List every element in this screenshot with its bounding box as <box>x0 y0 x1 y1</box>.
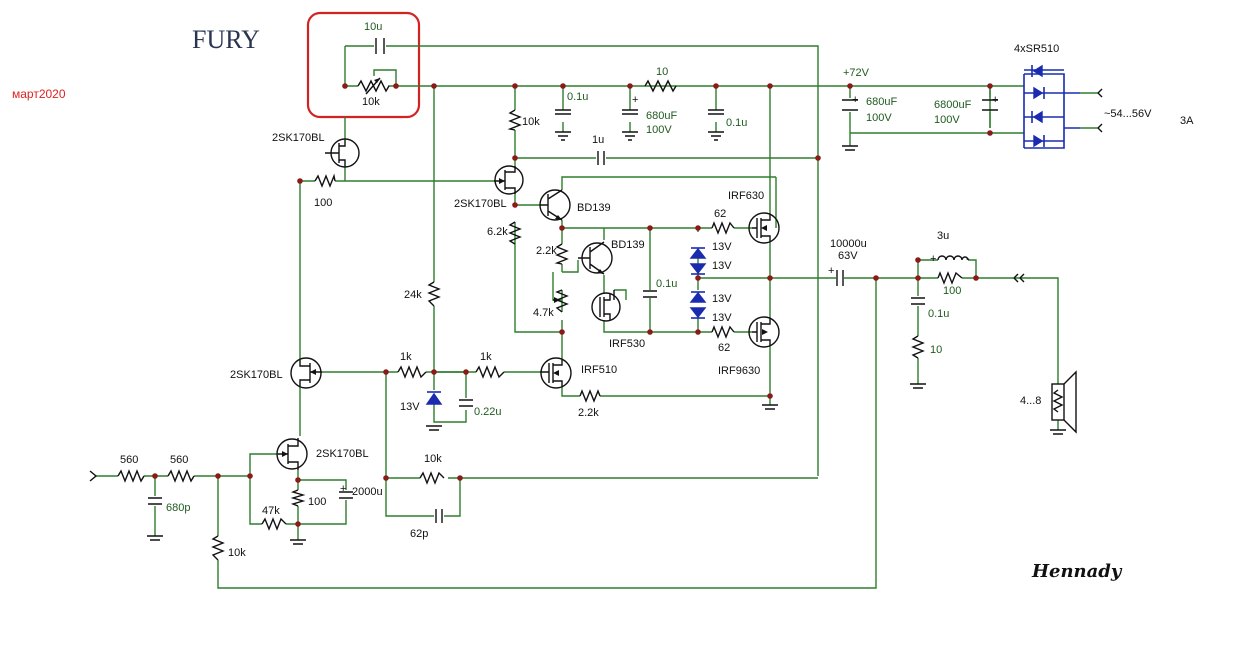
svg-text:13V: 13V <box>712 260 732 272</box>
svg-text:63V: 63V <box>838 250 858 262</box>
svg-text:680uF: 680uF <box>866 96 897 108</box>
svg-text:+: + <box>852 94 858 106</box>
svg-text:10k: 10k <box>424 453 442 465</box>
resistors <box>117 77 963 561</box>
svg-text:10: 10 <box>930 344 942 356</box>
svg-text:2000u: 2000u <box>352 486 383 498</box>
svg-text:62p: 62p <box>410 528 428 540</box>
svg-text:560: 560 <box>120 454 138 466</box>
svg-text:2SK170BL: 2SK170BL <box>272 132 325 144</box>
svg-text:4xSR510: 4xSR510 <box>1014 43 1059 55</box>
svg-text:0.1u: 0.1u <box>726 117 747 129</box>
svg-text:BD139: BD139 <box>611 239 645 251</box>
svg-text:0.22u: 0.22u <box>474 406 502 418</box>
svg-text:3u: 3u <box>937 230 949 242</box>
svg-text:3A: 3A <box>1180 115 1194 127</box>
svg-text:+: + <box>828 265 834 277</box>
svg-text:10000u: 10000u <box>830 238 867 250</box>
svg-text:100: 100 <box>943 285 961 297</box>
svg-text:62: 62 <box>718 342 730 354</box>
grounds <box>147 131 1066 545</box>
speaker-icon <box>1013 273 1077 434</box>
highlight-box <box>306 11 421 119</box>
svg-text:0.1u: 0.1u <box>656 278 677 290</box>
wires <box>96 45 1059 589</box>
svg-text:0.1u: 0.1u <box>928 308 949 320</box>
date-note: март2020 <box>12 87 66 101</box>
svg-text:4...8: 4...8 <box>1020 395 1041 407</box>
svg-text:-: - <box>966 253 970 265</box>
svg-text:2SK170BL: 2SK170BL <box>230 369 283 381</box>
junction-dots <box>152 83 993 527</box>
svg-text:24k: 24k <box>404 289 422 301</box>
svg-text:1u: 1u <box>592 134 604 146</box>
svg-text:13V: 13V <box>712 241 732 253</box>
svg-text:10: 10 <box>656 66 668 78</box>
polarity-marks: + + + + + + - <box>340 94 998 495</box>
svg-text:+: + <box>930 253 936 265</box>
svg-text:100V: 100V <box>866 112 892 124</box>
svg-text:47k: 47k <box>262 505 280 517</box>
svg-text:100V: 100V <box>934 114 960 126</box>
svg-text:IRF630: IRF630 <box>728 190 764 202</box>
svg-text:62: 62 <box>714 208 726 220</box>
svg-text:+: + <box>992 94 998 106</box>
diagram-title: FURY <box>192 25 260 54</box>
svg-text:13V: 13V <box>712 293 732 305</box>
svg-text:10k: 10k <box>362 96 380 108</box>
svg-text:13V: 13V <box>712 312 732 324</box>
svg-text:10k: 10k <box>522 116 540 128</box>
svg-text:6.2k: 6.2k <box>487 226 508 238</box>
svg-text:4.7k: 4.7k <box>533 307 554 319</box>
author-signature: Hennady <box>1031 561 1123 582</box>
svg-text:10k: 10k <box>228 547 246 559</box>
svg-text:IRF530: IRF530 <box>609 338 645 350</box>
svg-text:BD139: BD139 <box>577 202 611 214</box>
diodes <box>425 64 1103 405</box>
svg-text:1k: 1k <box>480 351 492 363</box>
svg-text:~54...56V: ~54...56V <box>1104 108 1152 120</box>
svg-text:100: 100 <box>314 197 332 209</box>
svg-text:680uF: 680uF <box>646 110 677 122</box>
svg-text:100V: 100V <box>646 124 672 136</box>
svg-text:2SK170BL: 2SK170BL <box>454 198 507 210</box>
svg-text:1k: 1k <box>400 351 412 363</box>
svg-text:560: 560 <box>170 454 188 466</box>
svg-text:2SK170BL: 2SK170BL <box>316 448 369 460</box>
svg-text:100: 100 <box>308 496 326 508</box>
capacitors <box>148 38 998 523</box>
inductor-3u <box>937 255 969 261</box>
svg-text:+72V: +72V <box>843 67 870 79</box>
svg-text:680p: 680p <box>166 502 190 514</box>
svg-text:0.1u: 0.1u <box>567 91 588 103</box>
transistors <box>276 138 780 470</box>
svg-text:+: + <box>340 483 346 495</box>
svg-text:IRF9630: IRF9630 <box>718 365 760 377</box>
svg-text:+: + <box>632 94 638 106</box>
svg-text:2.2k: 2.2k <box>536 245 557 257</box>
svg-text:13V: 13V <box>400 401 420 413</box>
svg-text:6800uF: 6800uF <box>934 99 972 111</box>
svg-text:IRF510: IRF510 <box>581 364 617 376</box>
svg-text:10u: 10u <box>364 21 382 33</box>
input-connector <box>89 470 98 482</box>
component-labels: 10u 10k 0.1u 10 680uF 100V 0.1u +72V 680… <box>120 21 1194 559</box>
svg-text:2.2k: 2.2k <box>578 407 599 419</box>
